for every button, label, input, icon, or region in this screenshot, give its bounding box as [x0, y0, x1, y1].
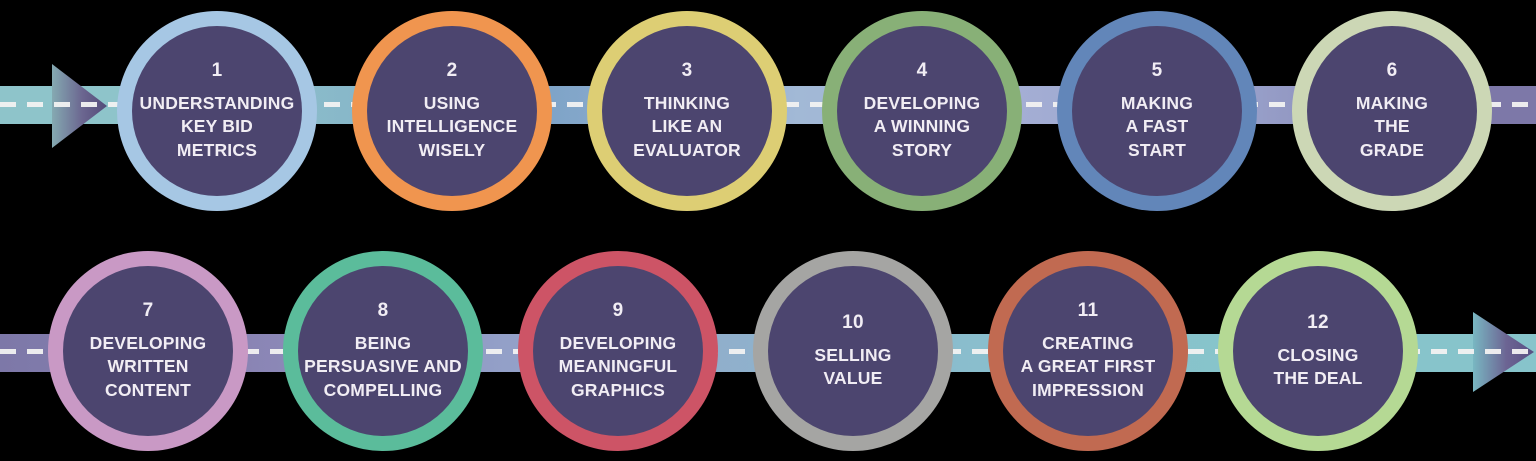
step-number: 5 [1151, 59, 1163, 81]
step-circle-core: 1 UNDERSTANDING KEY BID METRICS [132, 26, 302, 196]
step-label-line: MAKING [1120, 92, 1194, 113]
step-circle-12: 12 CLOSING THE DEAL [1218, 251, 1418, 451]
step-label-line: SELLING [814, 344, 892, 365]
step-label-line: BEING [354, 332, 412, 353]
step-circle-8: 8 BEING PERSUASIVE AND COMPELLING [283, 251, 483, 451]
step-number: 11 [1077, 299, 1099, 321]
step-label-line: INTELLIGENCE [386, 116, 518, 137]
step-label-line: GRADE [1359, 139, 1425, 160]
step-label-line: MEANINGFUL [558, 356, 678, 377]
step-label-line: CREATING [1042, 332, 1134, 353]
step-label-line: DEVELOPING [89, 332, 207, 353]
step-circle-5: 5 MAKING A FAST START [1057, 11, 1257, 211]
step-label-line: A GREAT FIRST [1020, 356, 1156, 377]
step-label-line: A FAST [1125, 116, 1189, 137]
step-number: 2 [446, 59, 458, 81]
step-number: 6 [1386, 59, 1398, 81]
step-label-line: VALUE [823, 368, 883, 388]
step-circle-core: 10 SELLING VALUE [768, 266, 938, 436]
step-label-line: THE [1374, 116, 1410, 137]
step-label-line: THE DEAL [1273, 368, 1363, 388]
step-label-line: GRAPHICS [571, 379, 665, 400]
step-circle-7: 7 DEVELOPING WRITTEN CONTENT [48, 251, 248, 451]
step-label-line: DEVELOPING [863, 92, 981, 113]
step-number: 4 [916, 59, 928, 81]
step-label-line: DEVELOPING [559, 332, 677, 353]
step-label-line: WISELY [418, 139, 486, 160]
step-number: 12 [1307, 311, 1329, 333]
step-label-line: A WINNING [873, 116, 971, 137]
step-label-line: LIKE AN [651, 116, 723, 137]
step-circle-4: 4 DEVELOPING A WINNING STORY [822, 11, 1022, 211]
step-label-line: STORY [891, 139, 953, 160]
step-circle-core: 9 DEVELOPING MEANINGFUL GRAPHICS [533, 266, 703, 436]
step-label-line: METRICS [176, 139, 258, 160]
step-label-line: UNDERSTANDING [139, 92, 295, 113]
step-circle-1: 1 UNDERSTANDING KEY BID METRICS [117, 11, 317, 211]
step-circle-core: 3 THINKING LIKE AN EVALUATOR [602, 26, 772, 196]
step-label-line: KEY BID [180, 116, 254, 137]
step-label-line: WRITTEN [107, 356, 189, 377]
step-circle-9: 9 DEVELOPING MEANINGFUL GRAPHICS [518, 251, 718, 451]
step-circle-core: 6 MAKING THE GRADE [1307, 26, 1477, 196]
step-circle-2: 2 USING INTELLIGENCE WISELY [352, 11, 552, 211]
step-circle-core: 11 CREATING A GREAT FIRST IMPRESSION [1003, 266, 1173, 436]
step-label-line: THINKING [643, 92, 731, 113]
step-circle-core: 4 DEVELOPING A WINNING STORY [837, 26, 1007, 196]
step-label-line: MAKING [1355, 92, 1429, 113]
step-number: 3 [681, 59, 693, 81]
step-label-line: EVALUATOR [633, 139, 741, 160]
step-circle-6: 6 MAKING THE GRADE [1292, 11, 1492, 211]
step-number: 1 [211, 59, 223, 81]
step-label-line: IMPRESSION [1032, 379, 1144, 400]
step-circle-3: 3 THINKING LIKE AN EVALUATOR [587, 11, 787, 211]
step-circle-core: 2 USING INTELLIGENCE WISELY [367, 26, 537, 196]
step-label-line: CLOSING [1277, 344, 1359, 365]
step-circle-core: 8 BEING PERSUASIVE AND COMPELLING [298, 266, 468, 436]
step-label-line: PERSUASIVE AND [304, 356, 462, 377]
step-number: 9 [612, 299, 624, 321]
step-circle-11: 11 CREATING A GREAT FIRST IMPRESSION [988, 251, 1188, 451]
step-circle-core: 5 MAKING A FAST START [1072, 26, 1242, 196]
step-label-line: COMPELLING [323, 379, 443, 400]
step-label-line: CONTENT [105, 379, 191, 400]
step-circle-10: 10 SELLING VALUE [753, 251, 953, 451]
step-label-line: START [1127, 139, 1187, 160]
step-number: 10 [842, 311, 864, 333]
step-label-line: USING [423, 92, 481, 113]
step-circle-core: 7 DEVELOPING WRITTEN CONTENT [63, 266, 233, 436]
step-number: 8 [377, 299, 389, 321]
step-circle-core: 12 CLOSING THE DEAL [1233, 266, 1403, 436]
step-number: 7 [142, 299, 154, 321]
